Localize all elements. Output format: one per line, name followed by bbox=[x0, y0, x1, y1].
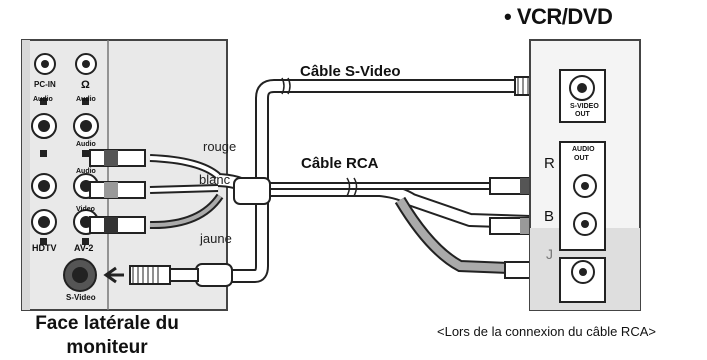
rca-cable-label: Câble RCA bbox=[301, 155, 379, 172]
caption-right: <Lors de la connexion du câble RCA> bbox=[437, 324, 656, 339]
caption-left: Face latérale du moniteur bbox=[35, 313, 179, 358]
svideo-label: S-Video bbox=[66, 293, 96, 302]
pc-in-label: PC-IN bbox=[34, 80, 56, 89]
audio-label-4: Audio bbox=[76, 168, 96, 175]
audio-out-label-2: OUT bbox=[574, 155, 589, 162]
video-label: Video bbox=[76, 206, 95, 213]
svideo-cable-label: Câble S-Video bbox=[300, 63, 401, 80]
audio-label-3: Audio bbox=[76, 141, 96, 148]
vcr-panel bbox=[529, 39, 641, 311]
audio-out-label-1: AUDIO bbox=[572, 146, 595, 153]
svideo-out-label-1: S-VIDEO bbox=[570, 103, 599, 110]
device-title: • VCR/DVD bbox=[504, 4, 613, 29]
headphone-label: Ω bbox=[81, 79, 90, 91]
hdtv-label: HDTV bbox=[32, 243, 57, 253]
monitor-side-panel bbox=[21, 39, 228, 311]
port-label-j: J bbox=[546, 246, 553, 262]
svideo-out-label-2: OUT bbox=[575, 111, 590, 118]
wire-label-blanc: blanc bbox=[199, 172, 231, 187]
port-label-b: B bbox=[544, 208, 555, 225]
wire-label-rouge: rouge bbox=[203, 139, 237, 154]
wire-label-jaune: jaune bbox=[200, 231, 232, 246]
port-label-r: R bbox=[544, 155, 555, 172]
av2-label: AV-2 bbox=[74, 243, 94, 253]
audio-label-2: Audio bbox=[76, 96, 96, 103]
audio-label-1: Audio bbox=[33, 96, 53, 103]
